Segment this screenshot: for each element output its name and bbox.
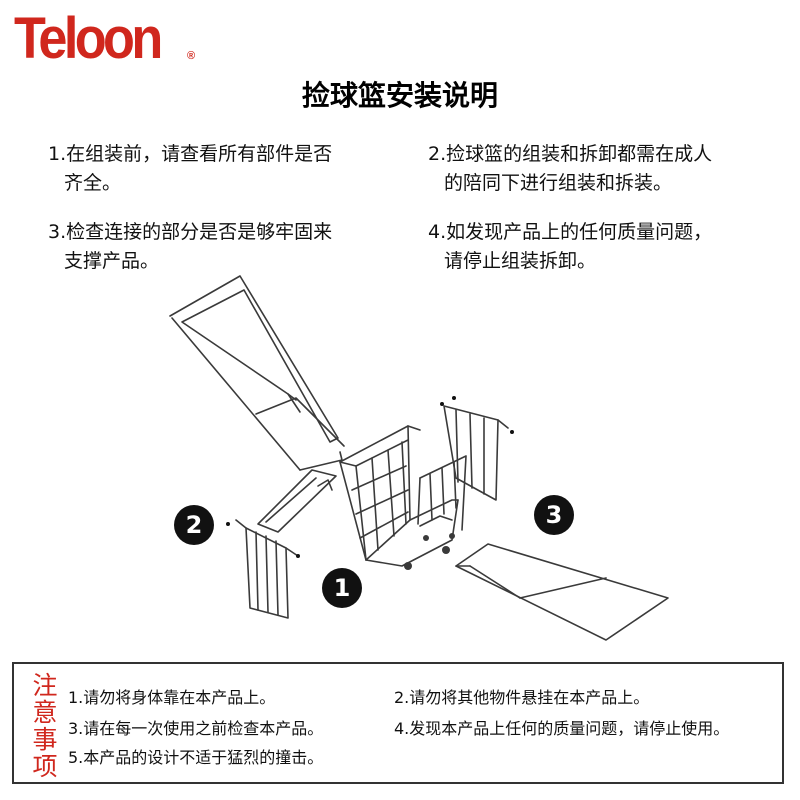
basket-wheels bbox=[404, 533, 455, 570]
instruction-step-1-line-1: 1.在组装前，请查看所有部件是否 bbox=[48, 143, 333, 165]
instruction-step-3: 3.检查连接的部分是否是够牢固来 支撑产品。 bbox=[48, 218, 332, 276]
part-label-1: 1 bbox=[322, 568, 362, 608]
notes-heading-char-2: 意 bbox=[32, 698, 58, 727]
part-label-3: 3 bbox=[534, 495, 574, 535]
note-item-1: 1.请勿将身体靠在本产品上。 bbox=[68, 688, 276, 707]
assembly-diagram: 1 2 3 bbox=[169, 275, 669, 641]
part-label-2: 2 bbox=[174, 505, 214, 545]
diagram-dots bbox=[226, 396, 514, 558]
note-item-2: 2.请勿将其他物件悬挂在本产品上。 bbox=[394, 688, 650, 707]
ramp-part bbox=[455, 543, 669, 641]
instruction-step-1-line-2: 齐全。 bbox=[64, 172, 122, 194]
notes-heading-char-4: 项 bbox=[32, 752, 58, 781]
instruction-step-1: 1.在组装前，请查看所有部件是否 齐全。 bbox=[48, 140, 332, 198]
instruction-step-3-line-2: 支撑产品。 bbox=[64, 250, 160, 272]
note-item-5: 5.本产品的设计不适于猛烈的撞击。 bbox=[68, 748, 324, 767]
instruction-step-3-line-1: 3.检查连接的部分是否是够牢固来 bbox=[48, 221, 333, 243]
part-label-3-text: 3 bbox=[546, 501, 563, 529]
handle-frame-part bbox=[169, 275, 345, 471]
instruction-step-4: 4.如发现产品上的任何质量问题， 请停止组装拆卸。 bbox=[428, 218, 712, 276]
instruction-step-4-line-2: 请停止组装拆卸。 bbox=[444, 250, 597, 272]
connector-part bbox=[257, 469, 337, 533]
brand-logo: Teloon bbox=[14, 6, 163, 71]
instruction-step-2-line-1: 2.捡球篮的组装和拆卸都需在成人 bbox=[428, 143, 713, 165]
part-label-2-text: 2 bbox=[186, 511, 203, 539]
registered-mark: ® bbox=[187, 50, 196, 62]
notes-heading: 注 意 事 项 bbox=[28, 672, 62, 780]
notes-heading-char-3: 事 bbox=[32, 725, 58, 754]
basket-body-part bbox=[339, 425, 467, 567]
page-title: 捡球篮安装说明 bbox=[301, 79, 498, 112]
part-label-1-text: 1 bbox=[334, 574, 351, 602]
note-item-3: 3.请在每一次使用之前检查本产品。 bbox=[68, 719, 324, 738]
instruction-step-2: 2.捡球篮的组装和拆卸都需在成人 的陪同下进行组装和拆装。 bbox=[428, 140, 712, 198]
instruction-step-2-line-2: 的陪同下进行组装和拆装。 bbox=[444, 172, 673, 194]
note-item-4: 4.发现本产品上任何的质量问题，请停止使用。 bbox=[394, 719, 730, 738]
notes-heading-char-1: 注 bbox=[32, 671, 58, 700]
notes-box: 注 意 事 项 1.请勿将身体靠在本产品上。 2.请勿将其他物件悬挂在本产品上。… bbox=[12, 662, 784, 784]
side-panel-right-part bbox=[443, 405, 509, 501]
instruction-step-4-line-1: 4.如发现产品上的任何质量问题， bbox=[428, 221, 713, 243]
side-panel-left-part bbox=[235, 519, 299, 619]
